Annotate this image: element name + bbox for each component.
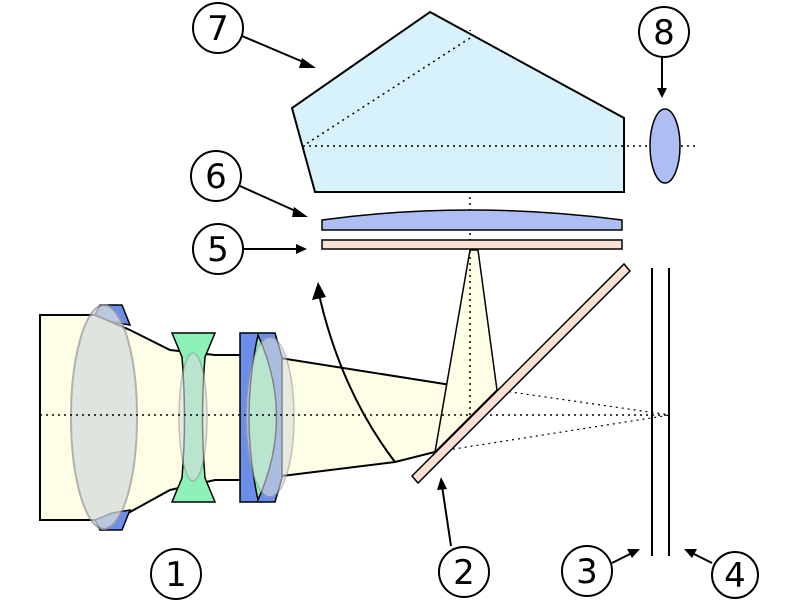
callout-4-label: 4 bbox=[724, 556, 746, 596]
callout-1: 1 bbox=[150, 548, 202, 600]
ray-to-film-top bbox=[496, 389, 671, 416]
callout-5-label: 5 bbox=[207, 230, 229, 270]
front-lens-grey bbox=[70, 304, 138, 530]
callout-1-label: 1 bbox=[165, 555, 187, 595]
eyepiece-lens bbox=[649, 108, 681, 184]
callout-3-label: 3 bbox=[576, 552, 598, 592]
callout-6-label: 6 bbox=[205, 157, 227, 197]
callout-5: 5 bbox=[192, 223, 244, 275]
callout-6: 6 bbox=[190, 150, 242, 202]
rear-lens-grey bbox=[245, 336, 295, 498]
mirror-swing-arc bbox=[317, 289, 396, 463]
callout-4: 4 bbox=[711, 551, 759, 599]
focusing-screen bbox=[321, 239, 623, 250]
callout-2: 2 bbox=[438, 546, 490, 598]
ray-to-film-bottom bbox=[434, 414, 671, 453]
leader-arrows bbox=[239, 35, 713, 564]
mirror-swing-arrowhead bbox=[312, 282, 326, 300]
callout-2-label: 2 bbox=[453, 553, 475, 593]
callout-3: 3 bbox=[561, 545, 613, 597]
callout-8: 8 bbox=[638, 6, 690, 58]
middle-lens-grey bbox=[178, 352, 208, 482]
callout-7: 7 bbox=[192, 2, 244, 54]
callout-7-label: 7 bbox=[207, 9, 229, 49]
reflex-mirror bbox=[410, 262, 632, 485]
condenser-lens bbox=[321, 209, 623, 231]
callout-8-label: 8 bbox=[653, 13, 675, 53]
pentaprism bbox=[290, 10, 625, 193]
